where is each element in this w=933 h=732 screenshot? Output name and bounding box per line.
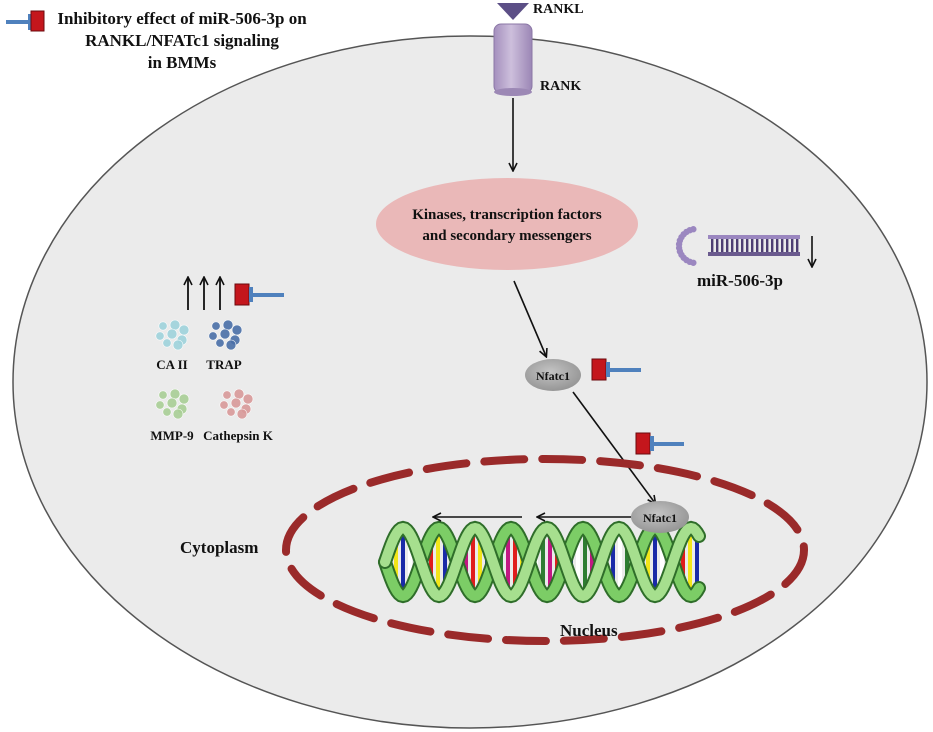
molecule-dot xyxy=(162,338,172,348)
mirna-base-pair xyxy=(771,239,774,252)
mirna-base-pair xyxy=(786,239,789,252)
molecule-dot xyxy=(226,407,236,417)
molecule-dot xyxy=(158,390,168,400)
dna-strand-a xyxy=(380,522,704,602)
molecule-dot xyxy=(231,324,243,336)
mirna-base-pair xyxy=(711,239,714,252)
legend-line-1: Inhibitory effect of miR-506-3p on xyxy=(57,9,307,28)
nfatc1-nucleus-label: Nfatc1 xyxy=(643,511,677,525)
marker-label-cathepsin: Cathepsin K xyxy=(203,428,274,443)
molecule-dot xyxy=(211,321,221,331)
molecule-dot xyxy=(208,331,218,341)
mirna-stem-strand-top xyxy=(708,235,800,239)
mirna-base-pair xyxy=(791,239,794,252)
mirna-base-pair xyxy=(761,239,764,252)
molecule-dot xyxy=(233,388,245,400)
molecule-dot xyxy=(178,324,190,336)
mirna-base-pair xyxy=(756,239,759,252)
mirna-base-pair xyxy=(751,239,754,252)
molecule-dot xyxy=(166,328,178,340)
nucleus-membrane xyxy=(282,455,808,645)
mirna-base-pair xyxy=(721,239,724,252)
mirna-base-pair xyxy=(736,239,739,252)
dna-strand-b xyxy=(380,522,704,602)
molecule-dot xyxy=(172,408,184,420)
mirna-stem-strand-bottom xyxy=(708,252,800,256)
molecule-dot xyxy=(236,408,248,420)
upregulation-arrows xyxy=(188,278,220,310)
legend-line-3: in BMMs xyxy=(147,53,217,72)
molecule-dot xyxy=(230,397,242,409)
mirna-base-pair xyxy=(766,239,769,252)
marker-label-ca2: CA II xyxy=(156,357,187,372)
rank-receptor xyxy=(493,23,533,96)
molecule-dot xyxy=(242,393,254,405)
molecule-dot xyxy=(225,339,237,351)
marker-label-trap: TRAP xyxy=(206,357,241,372)
molecule-dot xyxy=(219,400,229,410)
molecule-dot xyxy=(169,319,181,331)
nfatc1-cytoplasm xyxy=(525,359,581,391)
inhibitor-icon-nfatc1 xyxy=(591,358,641,381)
inhibitor-icon-legend xyxy=(6,10,45,32)
mirna-base-pair xyxy=(726,239,729,252)
kinases-label-line1: Kinases, transcription factors xyxy=(412,207,602,223)
rankl-label: RANKL xyxy=(533,2,584,17)
molecule-dot xyxy=(166,397,178,409)
mirna-base-pair xyxy=(796,239,799,252)
cell-membrane xyxy=(12,35,928,729)
molecule-dot xyxy=(219,328,231,340)
mirna-hairpin-icon xyxy=(675,226,800,266)
inhibitor-icon-translocation xyxy=(635,432,684,455)
kinases-ellipse xyxy=(376,178,638,270)
molecule-dot xyxy=(178,393,190,405)
mirna-base-pair xyxy=(731,239,734,252)
legend-title: Inhibitory effect of miR-506-3p on RANKL… xyxy=(52,8,312,74)
molecule-dot xyxy=(172,339,184,351)
molecule-dot xyxy=(155,400,165,410)
mirna-base-pair xyxy=(776,239,779,252)
nfatc1-cytoplasm-label: Nfatc1 xyxy=(536,369,570,383)
nfatc1-nucleus xyxy=(631,501,689,533)
mmp9-cluster-icon xyxy=(155,388,190,420)
mirna-base-pair xyxy=(741,239,744,252)
molecule-dot xyxy=(158,321,168,331)
rankl-ligand-icon xyxy=(497,3,529,20)
ca2-cluster-icon xyxy=(155,319,190,351)
molecule-dot xyxy=(169,388,181,400)
mirna-base-pair xyxy=(746,239,749,252)
arrow-nfatc1-to-nucleus xyxy=(572,391,655,503)
mirna-base-pair xyxy=(781,239,784,252)
nucleus-label: Nucleus xyxy=(560,621,618,640)
inhibitor-icon-markers xyxy=(234,283,284,306)
molecule-dot xyxy=(222,390,232,400)
dna-helix-icon xyxy=(378,520,706,604)
legend-line-2: RANKL/NFATc1 signaling xyxy=(85,31,279,50)
cathepsin-cluster-icon xyxy=(219,388,254,420)
molecule-dot xyxy=(155,331,165,341)
rank-label: RANK xyxy=(540,79,581,94)
trap-cluster-icon xyxy=(208,319,243,351)
molecule-dot xyxy=(215,338,225,348)
mirna-label: miR-506-3p xyxy=(697,271,783,290)
mirna-base-pair xyxy=(716,239,719,252)
marker-label-mmp9: MMP-9 xyxy=(150,428,194,443)
molecule-dot xyxy=(222,319,234,331)
mirna-loop-bead xyxy=(690,259,697,266)
arrow-kinases-to-nfatc1 xyxy=(513,280,546,356)
kinases-label-line2: and secondary messengers xyxy=(422,228,591,244)
molecule-dot xyxy=(162,407,172,417)
cytoplasm-label: Cytoplasm xyxy=(180,538,258,557)
